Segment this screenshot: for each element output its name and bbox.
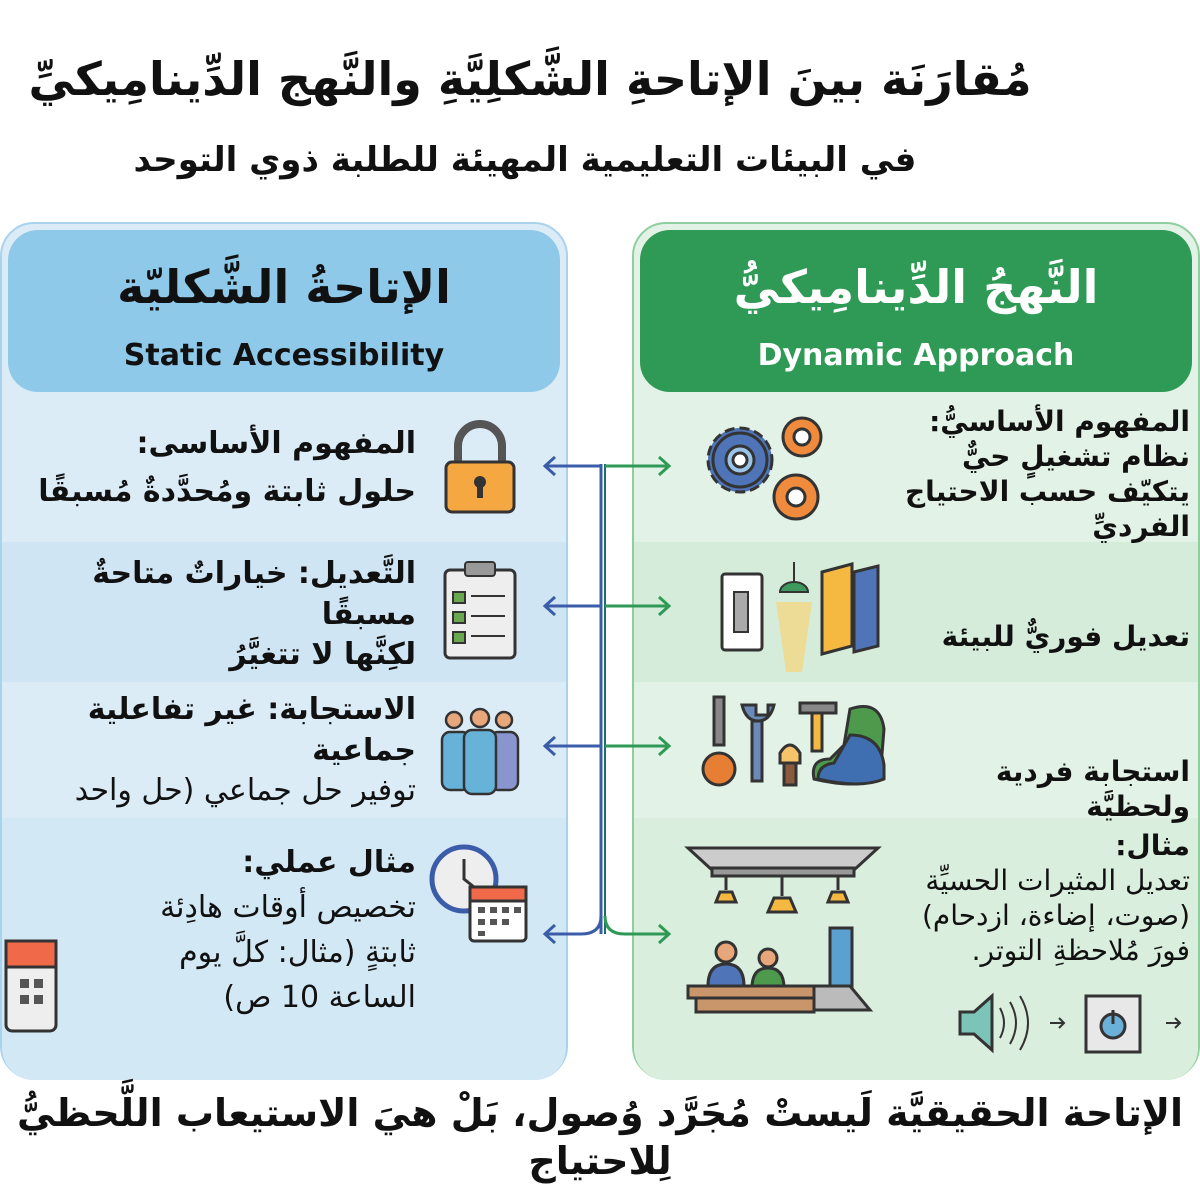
dynamic-title-ar: النَّهجُ الدِّينامِيكيُّ bbox=[733, 260, 1099, 314]
arrow-left-icon bbox=[542, 735, 601, 757]
static-title-en: Static Accessibility bbox=[123, 338, 445, 373]
tools-beanbag-icon bbox=[701, 695, 886, 787]
sound-to-control-icon bbox=[958, 992, 1182, 1054]
dynamic-row-modification: تعديل فوريٌّ للبيئة bbox=[941, 620, 1190, 653]
dynamic-row-example: مثال:تعديل المثيرات الحسيِّة (صوت، إضاءة… bbox=[921, 829, 1190, 967]
classroom-lighting-icon bbox=[684, 846, 882, 1014]
arrow-right-icon bbox=[605, 455, 672, 477]
dynamic-panel-header: النَّهجُ الدِّينامِيكيُّ Dynamic Approac… bbox=[640, 230, 1192, 392]
padlock-icon bbox=[444, 420, 516, 514]
switch-light-panels-icon bbox=[720, 562, 880, 672]
dynamic-row-concept: المفهوم الأساسيُّ: نظام تشغيلٍ حيٌّ يتكي… bbox=[905, 405, 1190, 543]
dynamic-row-response: استجابة فردية ولحظيَّة bbox=[995, 755, 1190, 823]
calendar-icon bbox=[4, 939, 58, 1033]
arrow-right-icon bbox=[603, 915, 672, 945]
arrow-left-icon bbox=[542, 595, 601, 617]
page-subtitle: في البيئات التعليمية المهيئة للطلبة ذوي … bbox=[133, 140, 917, 180]
static-title-ar: الإتاحةُ الشَّكليّة bbox=[117, 260, 451, 314]
gears-icon bbox=[706, 416, 823, 521]
clock-calendar-icon bbox=[429, 844, 528, 943]
checklist-clipboard-icon bbox=[443, 561, 517, 660]
arrow-left-icon bbox=[542, 915, 603, 945]
page-title: مُقارَنَة بينَ الإتاحةِ الشَّكلِيَّةِ وا… bbox=[28, 52, 1032, 106]
arrow-right-icon bbox=[605, 595, 672, 617]
static-accessibility-panel: الإتاحةُ الشَّكليّة Static Accessibility… bbox=[0, 222, 568, 1080]
comparison-connectors bbox=[542, 455, 672, 945]
arrow-left-icon bbox=[542, 455, 601, 477]
static-panel-header: الإتاحةُ الشَّكليّة Static Accessibility bbox=[8, 230, 560, 392]
footer-conclusion: الإتاحة الحقيقيَّة لَيستْ مُجَرَّد وُصول… bbox=[16, 1091, 1184, 1183]
dynamic-title-en: Dynamic Approach bbox=[757, 338, 1075, 373]
group-people-icon bbox=[440, 707, 520, 796]
arrow-right-icon bbox=[605, 735, 672, 757]
static-row-concept: المفهوم الأساسى:حلول ثابتة ومُحدَّدةٌ مُ… bbox=[38, 426, 416, 509]
